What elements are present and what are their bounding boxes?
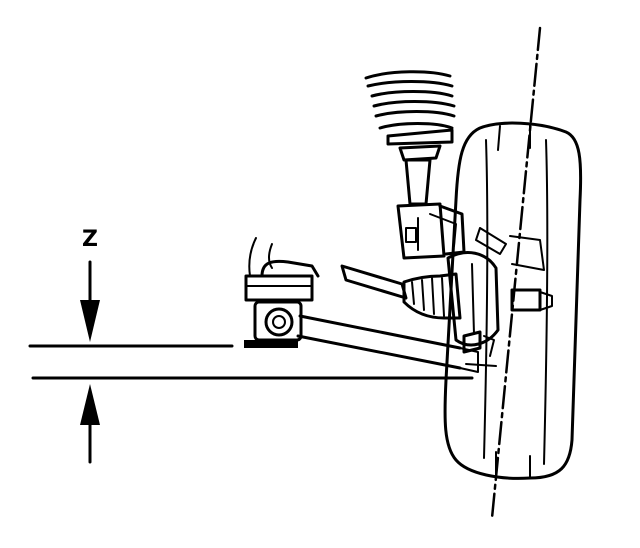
subframe-mount	[244, 237, 320, 348]
dimension-arrow-up	[80, 384, 100, 464]
dimension-arrow-down	[80, 260, 100, 342]
camber-axis-line	[490, 26, 542, 520]
control-arm-bushing	[264, 307, 294, 337]
coil-spring	[364, 70, 456, 146]
dimension-label-z: Z	[82, 227, 98, 252]
drive-shaft	[340, 264, 462, 320]
lower-control-arm	[296, 314, 479, 373]
